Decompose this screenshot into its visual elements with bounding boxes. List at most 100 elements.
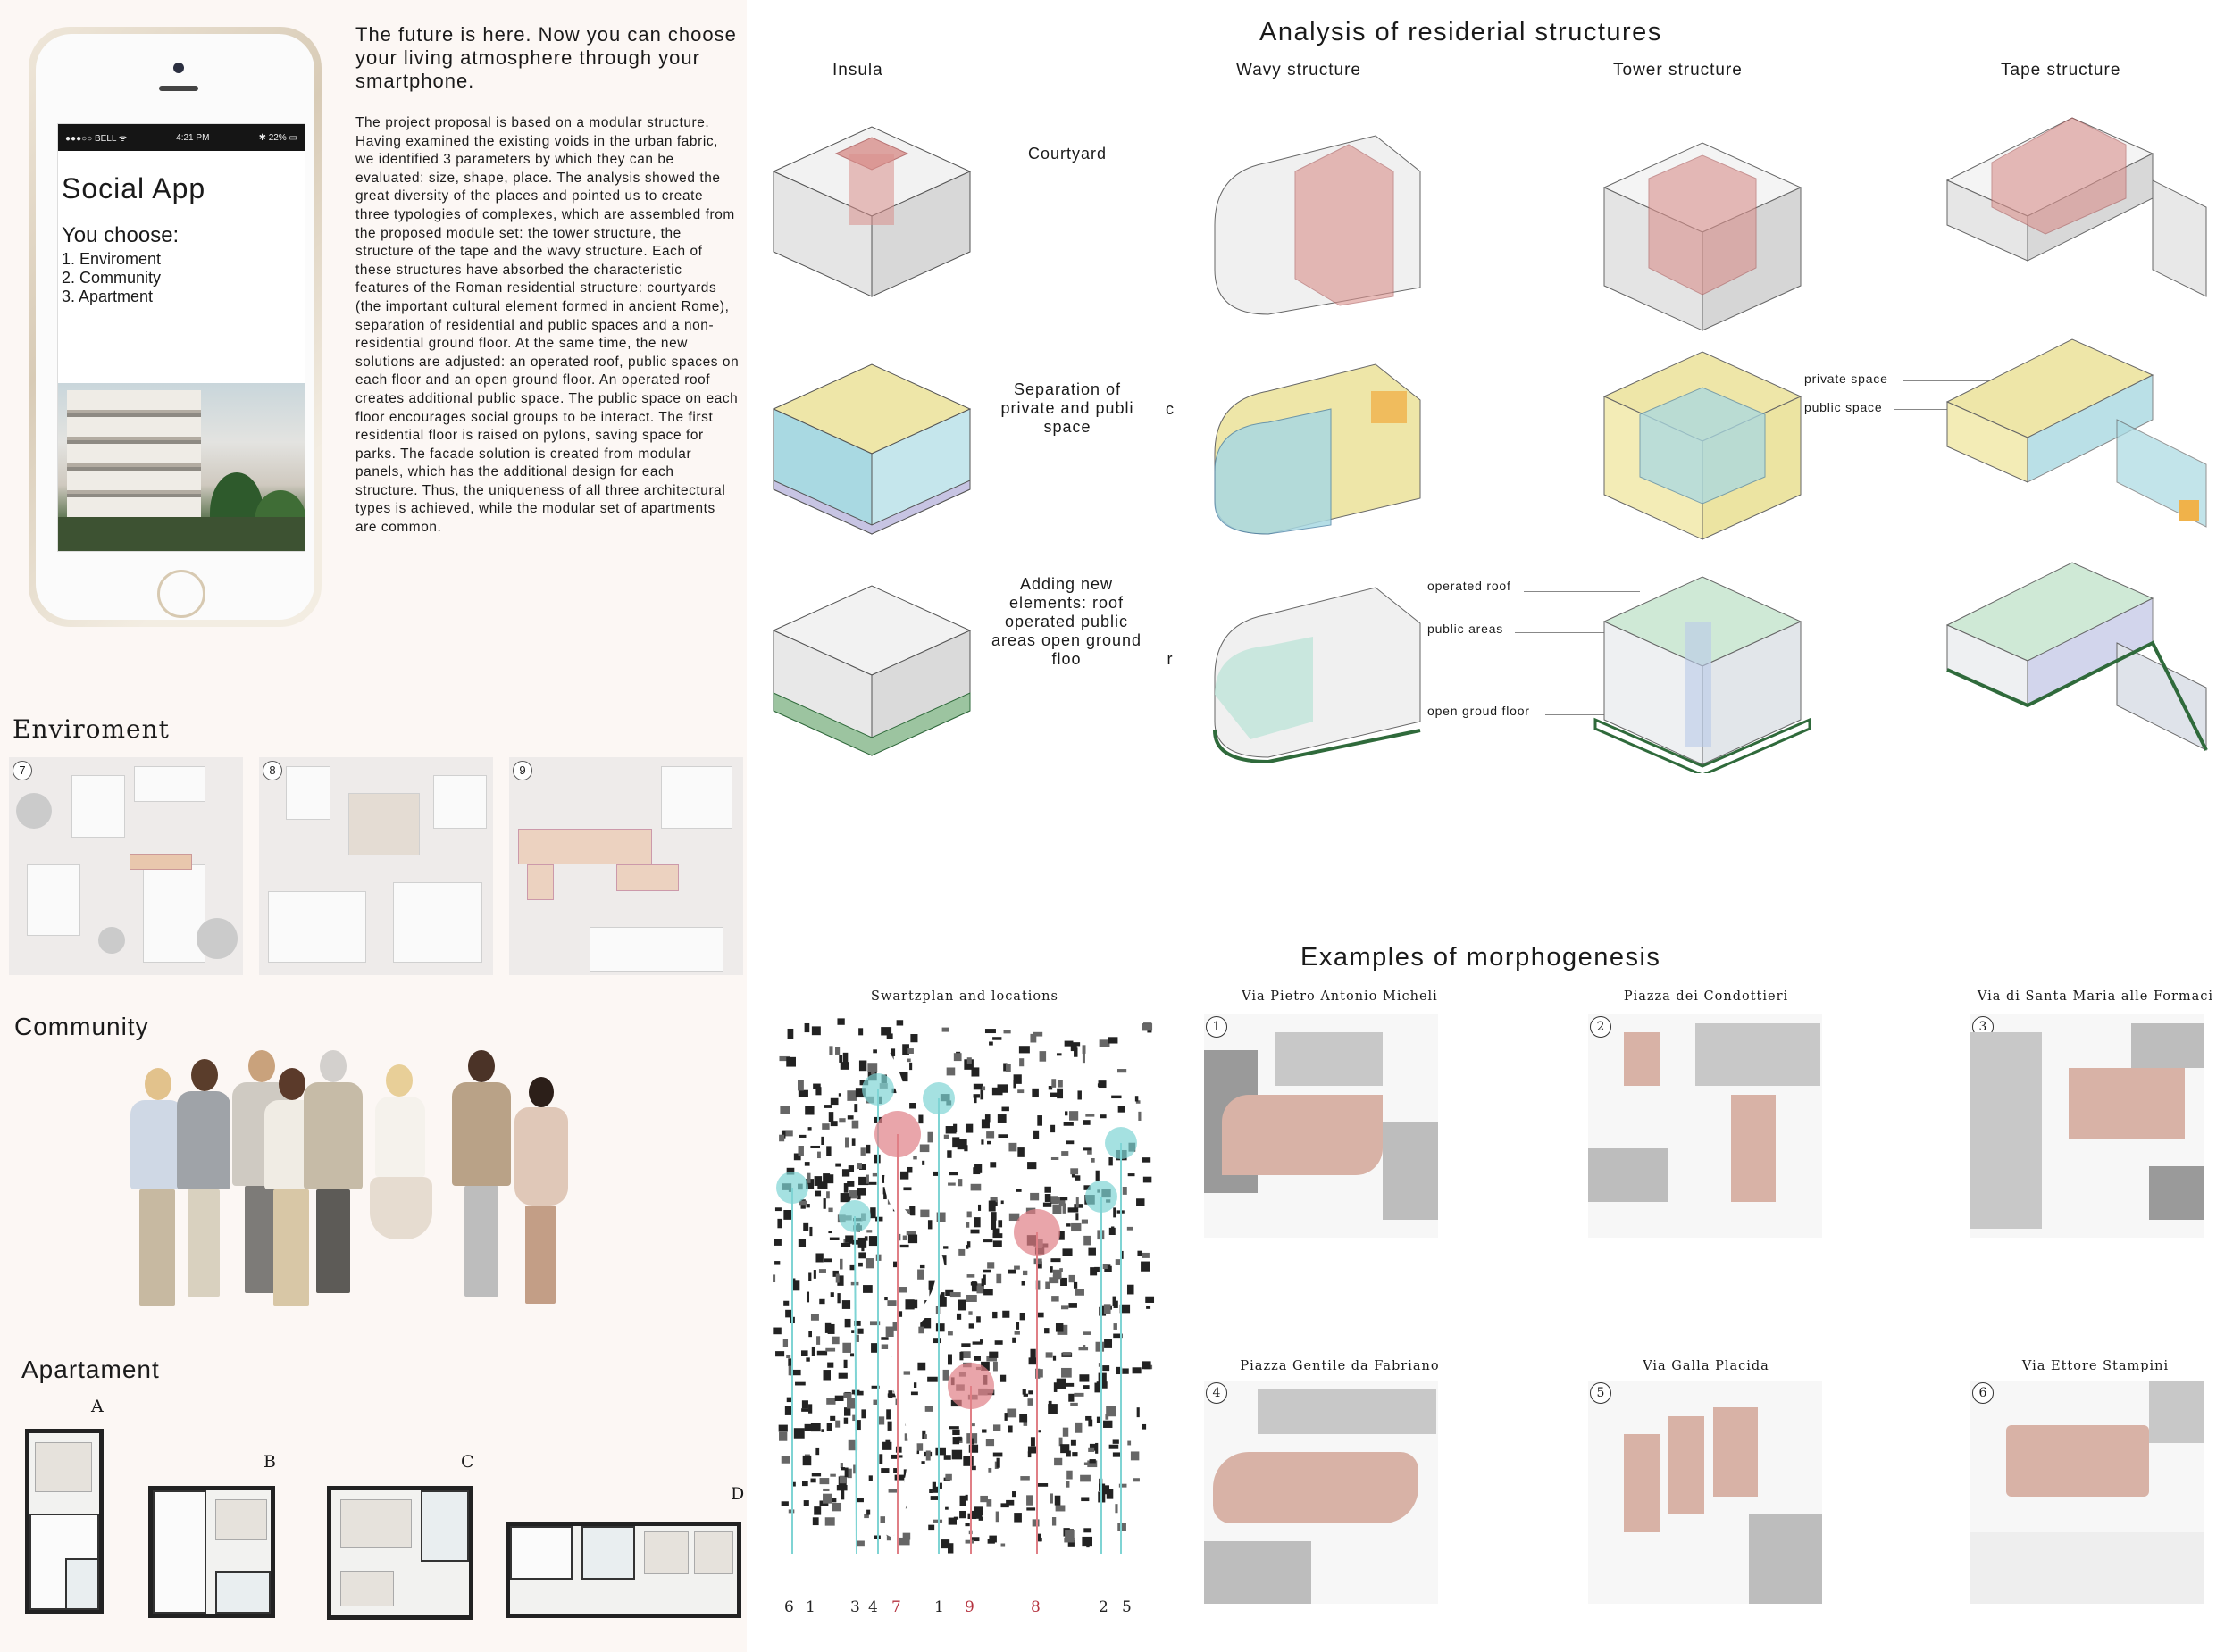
- map-block: [823, 1370, 832, 1381]
- map-block: [910, 1391, 918, 1396]
- map-block: [810, 1314, 819, 1321]
- site-marker[interactable]: [862, 1073, 894, 1106]
- map-block: [830, 1097, 839, 1106]
- map-block: [827, 1362, 834, 1368]
- map-block: [974, 1356, 981, 1361]
- map-block: [913, 1156, 917, 1160]
- map-block: [1142, 1423, 1147, 1430]
- map-block: [807, 1172, 811, 1183]
- map-block: [903, 1187, 912, 1191]
- map-block: [976, 1283, 984, 1294]
- tree: [197, 918, 238, 959]
- floor-plan-b[interactable]: [148, 1486, 275, 1618]
- bathroom: [421, 1490, 469, 1562]
- map-block: [1054, 1495, 1061, 1506]
- map-block: [1127, 1173, 1135, 1177]
- environment-map-8[interactable]: 8: [259, 757, 493, 975]
- map-block: [1145, 1296, 1155, 1303]
- floor-plan-a[interactable]: [25, 1429, 104, 1614]
- site-marker[interactable]: [1014, 1209, 1060, 1256]
- site-marker[interactable]: [1105, 1127, 1137, 1159]
- map-location-number: 2: [1099, 1598, 1108, 1616]
- wavy-separation-model: [1214, 363, 1421, 535]
- map-block: [1122, 1186, 1127, 1195]
- site-marker[interactable]: [923, 1082, 955, 1114]
- map-block: [1066, 1140, 1075, 1145]
- map-block: [848, 1165, 855, 1172]
- map-block: [1136, 1198, 1145, 1206]
- site-model-6[interactable]: 6: [1970, 1381, 2204, 1604]
- site-model-4[interactable]: 4: [1204, 1381, 1438, 1604]
- map-block: [835, 1273, 840, 1283]
- floor-plan-c[interactable]: [327, 1486, 473, 1620]
- environment-map-9[interactable]: 9: [509, 757, 743, 975]
- site-marker[interactable]: [839, 1200, 871, 1232]
- map-block: [786, 1167, 795, 1175]
- site-model-5[interactable]: 5: [1588, 1381, 1822, 1604]
- map-block: [837, 1275, 844, 1286]
- map-block: [828, 1231, 832, 1234]
- floor-plan-d[interactable]: [506, 1522, 741, 1618]
- map-block: [808, 1272, 812, 1281]
- map-block: [996, 1457, 1000, 1468]
- environment-map-7[interactable]: 7: [9, 757, 243, 975]
- map-block: [1053, 1382, 1058, 1392]
- option-apartment[interactable]: 3. Apartment: [62, 288, 154, 305]
- option-community[interactable]: 2. Community: [62, 269, 162, 287]
- map-block: [990, 1162, 997, 1168]
- site-model-3[interactable]: 3: [1970, 1014, 2204, 1238]
- map-block: [1028, 1390, 1033, 1395]
- site-model-2[interactable]: 2: [1588, 1014, 1822, 1238]
- map-block: [843, 1417, 849, 1424]
- map-block: [873, 1399, 878, 1405]
- map-block: [1030, 1348, 1036, 1360]
- map-location-number: 3: [850, 1598, 860, 1616]
- map-block: [1036, 1312, 1044, 1318]
- map-block: [781, 1131, 786, 1139]
- map-block: [870, 1207, 876, 1219]
- map-block: [963, 1456, 974, 1466]
- map-block: [971, 1438, 974, 1445]
- map-block: [1096, 1416, 1101, 1423]
- map-block: [1052, 1274, 1057, 1283]
- map-block: [967, 1513, 977, 1520]
- map-block: [993, 1199, 998, 1206]
- map-block: [953, 1123, 958, 1132]
- site-model-1[interactable]: 1: [1204, 1014, 1438, 1238]
- map-block: [779, 1055, 790, 1062]
- environment-heading: Enviroment: [13, 714, 170, 744]
- map-block: [1051, 1296, 1059, 1302]
- map-block: [964, 1145, 968, 1152]
- site-marker[interactable]: [948, 1363, 994, 1409]
- photo-ground: [58, 517, 305, 551]
- site-footprint: [518, 829, 652, 864]
- home-button[interactable]: [157, 570, 205, 618]
- option-environment[interactable]: 1. Enviroment: [62, 250, 162, 268]
- map-block: [986, 1356, 998, 1362]
- map-block: [1048, 1400, 1052, 1407]
- site-marker[interactable]: [776, 1172, 808, 1204]
- map-block: [1067, 1539, 1075, 1547]
- map-block: [1056, 1053, 1062, 1056]
- map-block: [941, 1027, 949, 1032]
- map-block: [1018, 1046, 1030, 1054]
- map-block: [981, 1139, 984, 1145]
- site-marker[interactable]: [1085, 1181, 1117, 1213]
- map-block: [1044, 1186, 1051, 1193]
- map-block: [924, 1434, 927, 1439]
- map-block: [27, 864, 80, 936]
- site-number-badge: 4: [1206, 1382, 1227, 1404]
- site-marker[interactable]: [874, 1111, 921, 1157]
- rome-figure-ground-map[interactable]: [773, 1018, 1155, 1554]
- map-block: [981, 1119, 990, 1129]
- map-block: [849, 1239, 859, 1244]
- map-block: [813, 1270, 816, 1279]
- map-block: [830, 1473, 836, 1477]
- map-block: [1102, 1365, 1110, 1372]
- map-block: [791, 1481, 796, 1487]
- map-block: [994, 1340, 1003, 1345]
- map-block: [992, 1361, 998, 1372]
- map-block: [843, 1407, 851, 1416]
- site-name-5: Via Galla Placida: [1643, 1359, 1769, 1373]
- map-block: [1133, 1478, 1140, 1482]
